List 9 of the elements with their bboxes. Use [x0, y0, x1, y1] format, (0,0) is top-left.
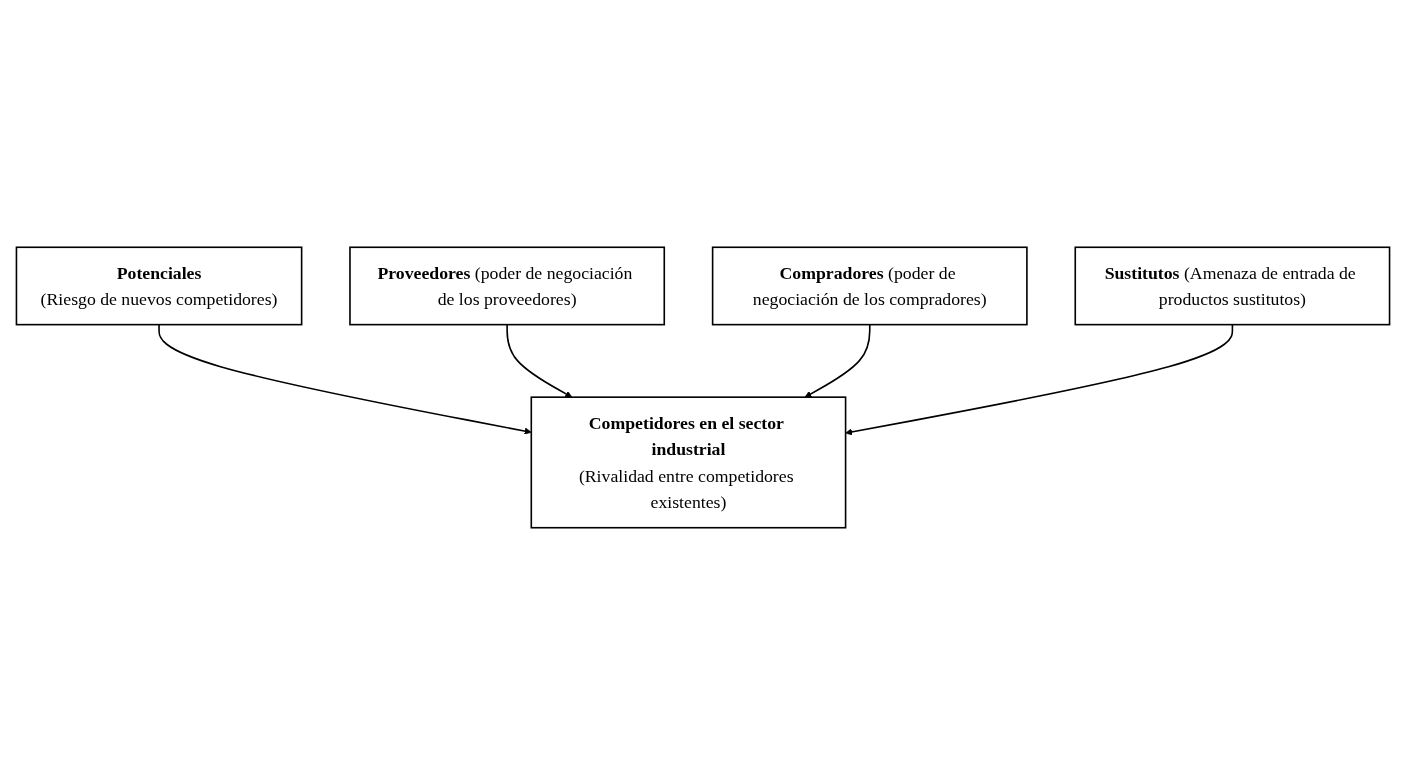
node-box: Competidores en el sector industrial (Rivalidad entre competidores existentes): [530, 396, 847, 529]
node-box: Sustitutos (Amenaza de entrada de productos sustitutos): [1074, 246, 1391, 326]
node-box: Potenciales (Riesgo de nuevos competidores): [15, 246, 303, 326]
arrow: [158, 323, 532, 435]
node-box: Proveedores (poder de negociación de los proveedores): [349, 246, 666, 326]
arrow: [845, 323, 1234, 436]
node-box: Compradores (poder de negociación de los compradores): [711, 246, 1028, 326]
arrow: [506, 323, 573, 398]
arrow: [804, 323, 871, 398]
